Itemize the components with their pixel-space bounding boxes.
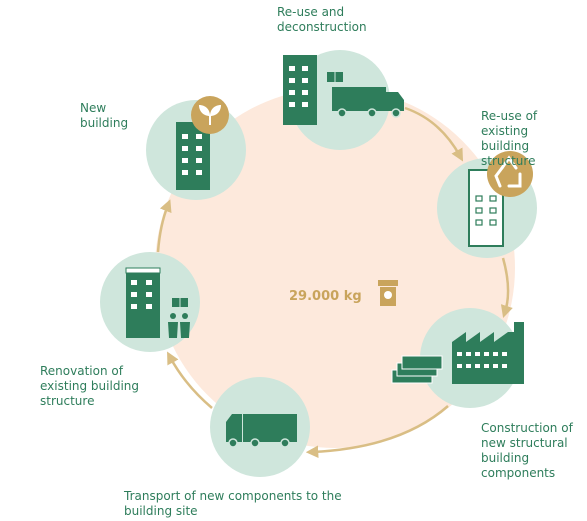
label-renovation: Renovation of existing building structur…	[40, 364, 139, 408]
label-reuse-existing-structure: Re-use of existing building structure	[481, 109, 538, 168]
arrow-2	[500, 257, 513, 318]
stage-reuse-existing-structure	[437, 151, 537, 258]
truck-icon	[226, 414, 297, 448]
label-new-building: New building	[80, 101, 129, 130]
arrow-1	[404, 106, 464, 162]
arrow-5	[156, 199, 172, 253]
factory-icon	[452, 322, 524, 384]
building-icon	[125, 267, 161, 338]
materials-stack-icon	[391, 355, 443, 384]
building-icon	[283, 55, 317, 125]
weight-icon	[378, 280, 398, 306]
stage-new-building	[146, 96, 246, 200]
arrow-3	[305, 405, 449, 458]
building-icon	[176, 122, 210, 190]
stage-transport-components	[210, 377, 310, 477]
label-reuse-deconstruction: Re-use and deconstruction	[277, 5, 367, 34]
label-construction-components: Construction of new structural building …	[481, 421, 573, 480]
arrow-4	[167, 351, 213, 409]
truck-icon	[327, 72, 404, 118]
people-icon	[168, 313, 190, 338]
material-box-icon	[172, 298, 188, 307]
cycle-arrows	[156, 106, 513, 458]
stage-reuse-deconstruction	[283, 50, 404, 150]
leaf-icon	[191, 96, 229, 134]
stage-construction-components	[391, 308, 524, 408]
label-transport-components: Transport of new components to the build…	[124, 489, 342, 518]
stage-renovation	[100, 252, 200, 352]
recycle-icon	[487, 151, 533, 197]
center-weight-value: 29.000 kg	[289, 289, 362, 304]
